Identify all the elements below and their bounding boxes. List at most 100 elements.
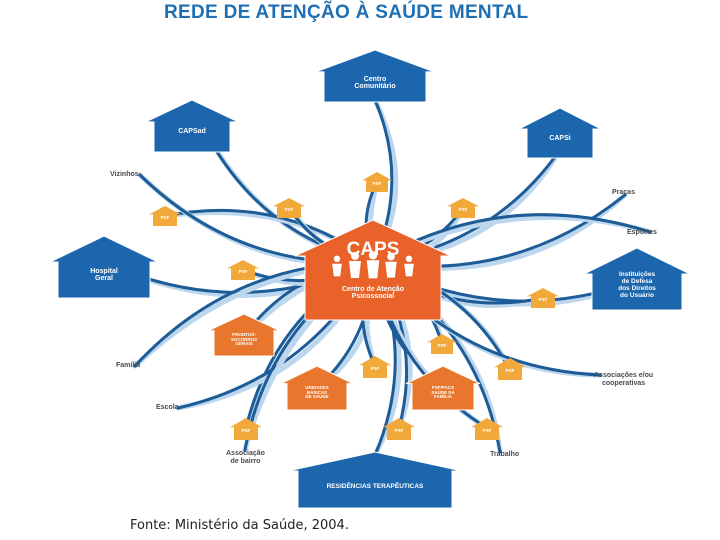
psf-house-12-label: PSF [482,428,492,434]
label-vizinhos-text: Vizinhos [110,171,139,178]
instituicoes-line-4: do Usuário [620,291,654,299]
psf-house-10-shape [230,418,262,440]
psf-house-6: PSF [527,288,559,308]
centro-comunitario-line-1: Centro [363,75,387,83]
psf-house-7-shape [427,334,457,354]
psf-house-3: PSF [273,198,305,218]
instituicoes-line-1: Instituições [618,271,656,279]
instituicoes-defesa-house: Instituições de Defesa dos Direitos do U… [583,247,691,311]
psf-house-9-label: PSF [505,368,515,374]
caps-subtitle-line-2: Psicossocial [351,292,395,300]
psf-house-4-shape [447,198,479,218]
caps-ad-label: CAPSad [178,128,206,136]
psf-house-10: PSF [230,418,262,440]
unidades-basicas-house-shape [280,365,354,411]
prontos-socorros-line-2: SOCORROS [230,336,258,342]
label-escola: Escola [156,404,179,412]
psf-pacs-house-shape [405,365,481,411]
psf-pacs-line-2: SAÚDE DA [431,389,455,395]
caps-ad-house-shape [145,99,239,153]
psf-house-8: PSF [359,356,391,378]
psf-house-6-label: PSF [538,297,548,303]
instituicoes-line-3: dos Direitos [618,285,656,292]
caps-i-label: CAPSi [549,135,571,143]
caps-family-figure [332,255,342,277]
label-associacao-bairro-line-2: de bairro [230,457,261,465]
psf-pacs-line-3: FAMÍLIA [433,394,452,400]
psf-house-12-shape [471,418,503,440]
residencias-terapeuticas-house: RESIDÊNCIAS TERAPÊUTICAS [287,451,463,509]
psf-house-2-label: PSF [160,215,170,221]
psf-house-7: PSF [427,334,457,354]
psf-house-1-label: PSF [372,181,382,187]
label-associacoes-line-1: Associações e/ou [594,372,654,379]
centro-comunitario-house: Centro Comunitário [315,49,435,103]
psf-pacs-house: PSF/PACS SAÚDE DA FAMÍLIA [405,365,481,411]
label-pracas: Praças [612,189,635,197]
psf-house-1-shape [362,172,392,192]
psf-house-10-label: PSF [241,428,251,434]
psf-house-9-shape [494,358,526,380]
caps-i-house: CAPSi [518,107,602,159]
psf-house-11-shape [383,418,415,440]
label-trabalho-text: Trabalho [490,451,520,458]
unidades-basicas-line-1: UNIDADES [305,384,329,390]
label-associacao-bairro-line-1: Associação [226,450,265,457]
residencias-terapeuticas-house-shape [287,451,463,509]
label-associacoes-line-2: cooperativas [601,379,646,387]
psf-house-12: PSF [471,418,503,440]
centro-comunitario-house-shape [315,49,435,103]
hospital-geral-line-1: Hospital [90,267,118,275]
caps-ad-house: CAPSad [145,99,239,153]
psf-house-1: PSF [362,172,392,192]
prontos-socorros-house: PRONTOS- SOCORROS GERAIS [207,313,281,357]
psf-house-11-label: PSF [394,428,404,434]
label-associacoes-cooperativas: Associações e/ou cooperativas [594,372,653,387]
instituicoes-defesa-house-shape [583,247,691,311]
caps-i-house-shape [518,107,602,159]
psf-house-4: PSF [447,198,479,218]
unidades-basicas-house: UNIDADES BÁSICAS DE SAÚDE [280,365,354,411]
label-pracas-text: Praças [612,189,635,196]
diagram-title: REDE DE ATENÇÃO À SAÚDE MENTAL [164,2,529,23]
label-esportes-text: Esportes [627,229,657,236]
psf-house-11: PSF [383,418,415,440]
caps-title: CAPS [346,238,400,260]
residencias-label: RESIDÊNCIAS TERAPÊUTICAS [326,482,424,490]
psf-house-3-label: PSF [284,207,294,213]
caps-family-figure [385,252,397,278]
psf-pacs-line-1: PSF/PACS [431,384,455,390]
caps-center-house: CAPS Centro de Atenção Psicossocial [294,219,452,321]
caps-family-figure [366,251,380,279]
psf-house-9: PSF [494,358,526,380]
psf-house-7-label: PSF [437,343,447,349]
label-esportes: Esportes [627,229,657,237]
source-caption: Fonte: Ministério da Saúde, 2004. [130,518,349,533]
label-trabalho: Trabalho [490,451,519,459]
caps-family-figure [349,252,361,278]
label-associacao-bairro: Associação de bairro [226,450,265,465]
label-escola-text: Escola [156,404,179,411]
label-vizinhos: Vizinhos [110,171,139,179]
unidades-basicas-line-2: BÁSICAS [306,389,328,395]
hospital-geral-line-2: Geral [95,275,113,282]
psf-house-5: PSF [227,260,259,280]
psf-house-2-shape [149,206,181,226]
psf-house-3-shape [273,198,305,218]
prontos-socorros-house-shape [207,313,281,357]
instituicoes-line-2: de Defesa [621,278,653,286]
label-familia-text: Família [116,362,141,369]
unidades-basicas-line-3: DE SAÚDE [305,394,329,400]
psf-house-8-shape [359,356,391,378]
caps-house-shape [294,219,452,321]
centro-comunitario-line-2: Comunitário [354,83,396,90]
psf-house-8-label: PSF [370,366,380,372]
psf-house-4-label: PSF [458,207,468,213]
caps-family-figure [404,255,414,277]
caps-subtitle-line-1: Centro de Atenção [342,285,404,293]
psf-house-5-shape [227,260,259,280]
hospital-geral-house: Hospital Geral [49,235,159,299]
psf-house-2: PSF [149,206,181,226]
label-familia: Família [116,362,140,370]
